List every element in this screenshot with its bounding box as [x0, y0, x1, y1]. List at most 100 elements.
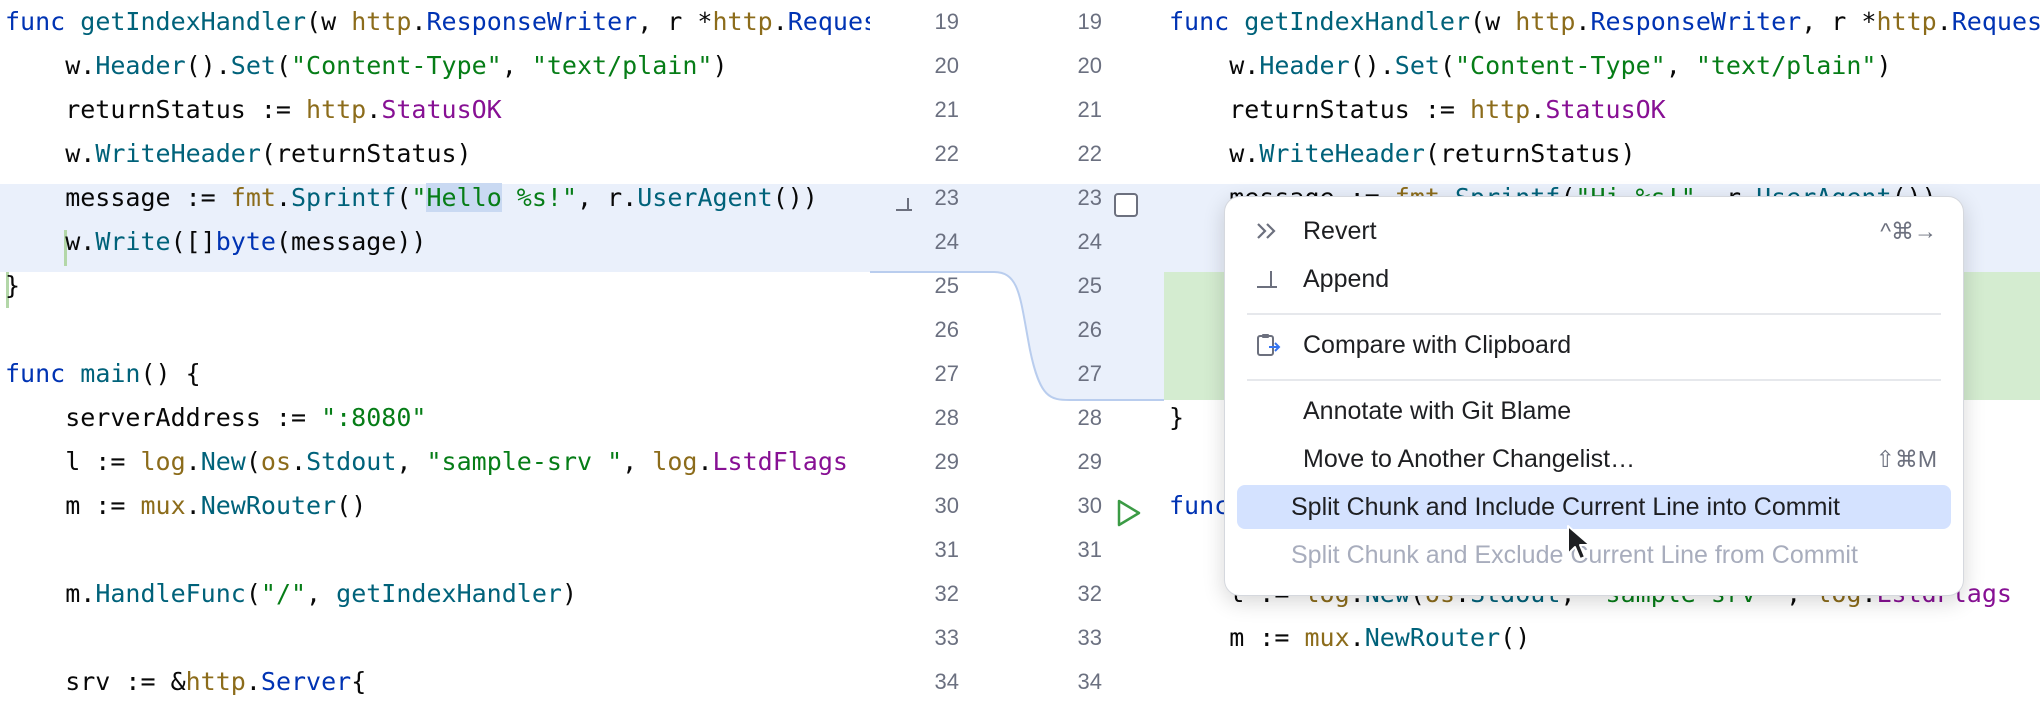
code-line[interactable]: } — [0, 264, 870, 308]
code-token: returnStatus := — [5, 95, 307, 124]
code-token: serverAddress := — [5, 403, 322, 432]
code-line[interactable]: w.WriteHeader(returnStatus) — [1164, 132, 2040, 176]
code-token: "text/plain" — [1695, 51, 1877, 80]
line-number: 25 — [934, 273, 959, 298]
code-line[interactable]: m := mux.NewRouter() — [1164, 616, 2040, 660]
menu-separator — [1247, 379, 1941, 381]
menu-item-compare-clipboard[interactable]: Compare with Clipboard — [1237, 323, 1951, 367]
line-marker — [64, 230, 67, 266]
code-line[interactable]: w.Header().Set("Content-Type", "text/pla… — [1164, 44, 2040, 88]
code-line[interactable] — [1164, 660, 2040, 704]
menu-item-annotate-git-blame[interactable]: Annotate with Git Blame — [1237, 389, 1951, 433]
code-token: m := — [5, 491, 141, 520]
line-number: 29 — [1077, 449, 1102, 474]
code-line[interactable]: func getIndexHandler(w http.ResponseWrit… — [1164, 0, 2040, 44]
menu-item-append[interactable]: Append — [1237, 257, 1951, 301]
code-token: ()) — [772, 183, 818, 212]
code-line[interactable]: message := fmt.Sprintf("Hello %s!", r.Us… — [0, 176, 870, 220]
code-token: %s!" — [501, 183, 578, 212]
code-line[interactable] — [0, 616, 870, 660]
code-token: mux — [140, 491, 186, 520]
line-number: 20 — [934, 53, 959, 78]
code-line[interactable] — [0, 528, 870, 572]
code-token: "Content-Type" — [291, 51, 502, 80]
code-token: , r. — [577, 183, 638, 212]
run-icon[interactable] — [1114, 498, 1144, 528]
code-token: WriteHeader — [1259, 139, 1425, 168]
code-line[interactable]: func getIndexHandler(w http.ResponseWrit… — [0, 0, 870, 44]
code-line[interactable] — [0, 308, 870, 352]
code-token: Request — [787, 7, 870, 36]
code-token: . — [1936, 7, 1952, 36]
code-token: , — [396, 447, 427, 476]
include-line-checkbox[interactable] — [1114, 193, 1138, 217]
menu-item-revert[interactable]: Revert ^⌘→ — [1237, 209, 1951, 253]
code-token: http — [306, 95, 367, 124]
code-token: Hello — [426, 183, 502, 212]
code-token: Set — [1394, 51, 1440, 80]
code-token: . — [185, 491, 201, 520]
code-token: , — [1665, 51, 1696, 80]
code-token: () — [336, 491, 367, 520]
code-token: func — [1169, 7, 1245, 36]
code-token: . — [772, 7, 788, 36]
code-token: } — [5, 271, 21, 300]
code-token: (message)) — [275, 227, 427, 256]
line-number: 30 — [934, 493, 959, 518]
code-line[interactable]: m.HandleFunc("/", getIndexHandler) — [0, 572, 870, 616]
code-token: ( — [245, 447, 261, 476]
code-line[interactable]: l := log.New(os.Stdout, "sample-srv ", l… — [0, 440, 870, 484]
line-number: 19 — [1077, 9, 1102, 34]
code-token: Request — [1951, 7, 2040, 36]
code-line[interactable]: srv := &http.Server{ — [0, 660, 870, 704]
code-token: byte — [215, 227, 276, 256]
code-token: , — [501, 51, 532, 80]
code-token: HandleFunc — [95, 579, 246, 608]
code-token: Server — [260, 667, 352, 696]
code-token: http — [1876, 7, 1937, 36]
context-menu: Revert ^⌘→ Append Compare with Clipboard… — [1224, 196, 1964, 596]
code-line[interactable]: w.WriteHeader(returnStatus) — [0, 132, 870, 176]
code-token: , r * — [1801, 7, 1877, 36]
code-token: w. — [5, 227, 96, 256]
code-token: . — [275, 183, 291, 212]
line-number: 28 — [934, 405, 959, 430]
menu-item-split-include[interactable]: Split Chunk and Include Current Line int… — [1237, 485, 1951, 529]
code-token: http — [185, 667, 246, 696]
code-line[interactable]: returnStatus := http.StatusOK — [1164, 88, 2040, 132]
double-chevron-right-icon — [1257, 223, 1276, 239]
line-number: 28 — [1077, 405, 1102, 430]
left-editor-pane[interactable]: func getIndexHandler(w http.ResponseWrit… — [0, 0, 870, 708]
code-token: Header — [95, 51, 186, 80]
code-line[interactable]: m := mux.NewRouter() — [0, 484, 870, 528]
code-token: ( — [1439, 51, 1455, 80]
code-token: http — [351, 7, 412, 36]
code-line[interactable]: serverAddress := ":8080" — [0, 396, 870, 440]
code-token: . — [1530, 95, 1546, 124]
code-token: (w — [1470, 7, 1516, 36]
code-line[interactable]: w.Write([]byte(message)) — [0, 220, 870, 264]
code-token: } — [1169, 403, 1185, 432]
append-icon[interactable] — [892, 196, 916, 216]
clipboard-compare-icon — [1257, 334, 1281, 356]
code-token: (). — [185, 51, 231, 80]
code-token: ([] — [170, 227, 216, 256]
code-token: ResponseWriter — [426, 7, 638, 36]
code-token: New — [200, 447, 246, 476]
code-line[interactable]: } — [1164, 396, 2040, 440]
code-token: ( — [245, 579, 261, 608]
line-number: 24 — [934, 229, 959, 254]
append-icon — [1257, 271, 1277, 288]
code-token: StatusOK — [381, 95, 502, 124]
code-token: "sample-srv " — [426, 447, 623, 476]
code-token: (w — [306, 7, 352, 36]
code-token: mux — [1304, 623, 1350, 652]
code-token: w. — [5, 51, 96, 80]
menu-item-move-changelist[interactable]: Move to Another Changelist… ⇧⌘M — [1237, 437, 1951, 481]
code-line[interactable]: w.Header().Set("Content-Type", "text/pla… — [0, 44, 870, 88]
code-line[interactable]: returnStatus := http.StatusOK — [0, 88, 870, 132]
line-number: 33 — [934, 625, 959, 650]
code-token: getIndexHandler — [336, 579, 562, 608]
code-line[interactable]: func main() { — [0, 352, 870, 396]
